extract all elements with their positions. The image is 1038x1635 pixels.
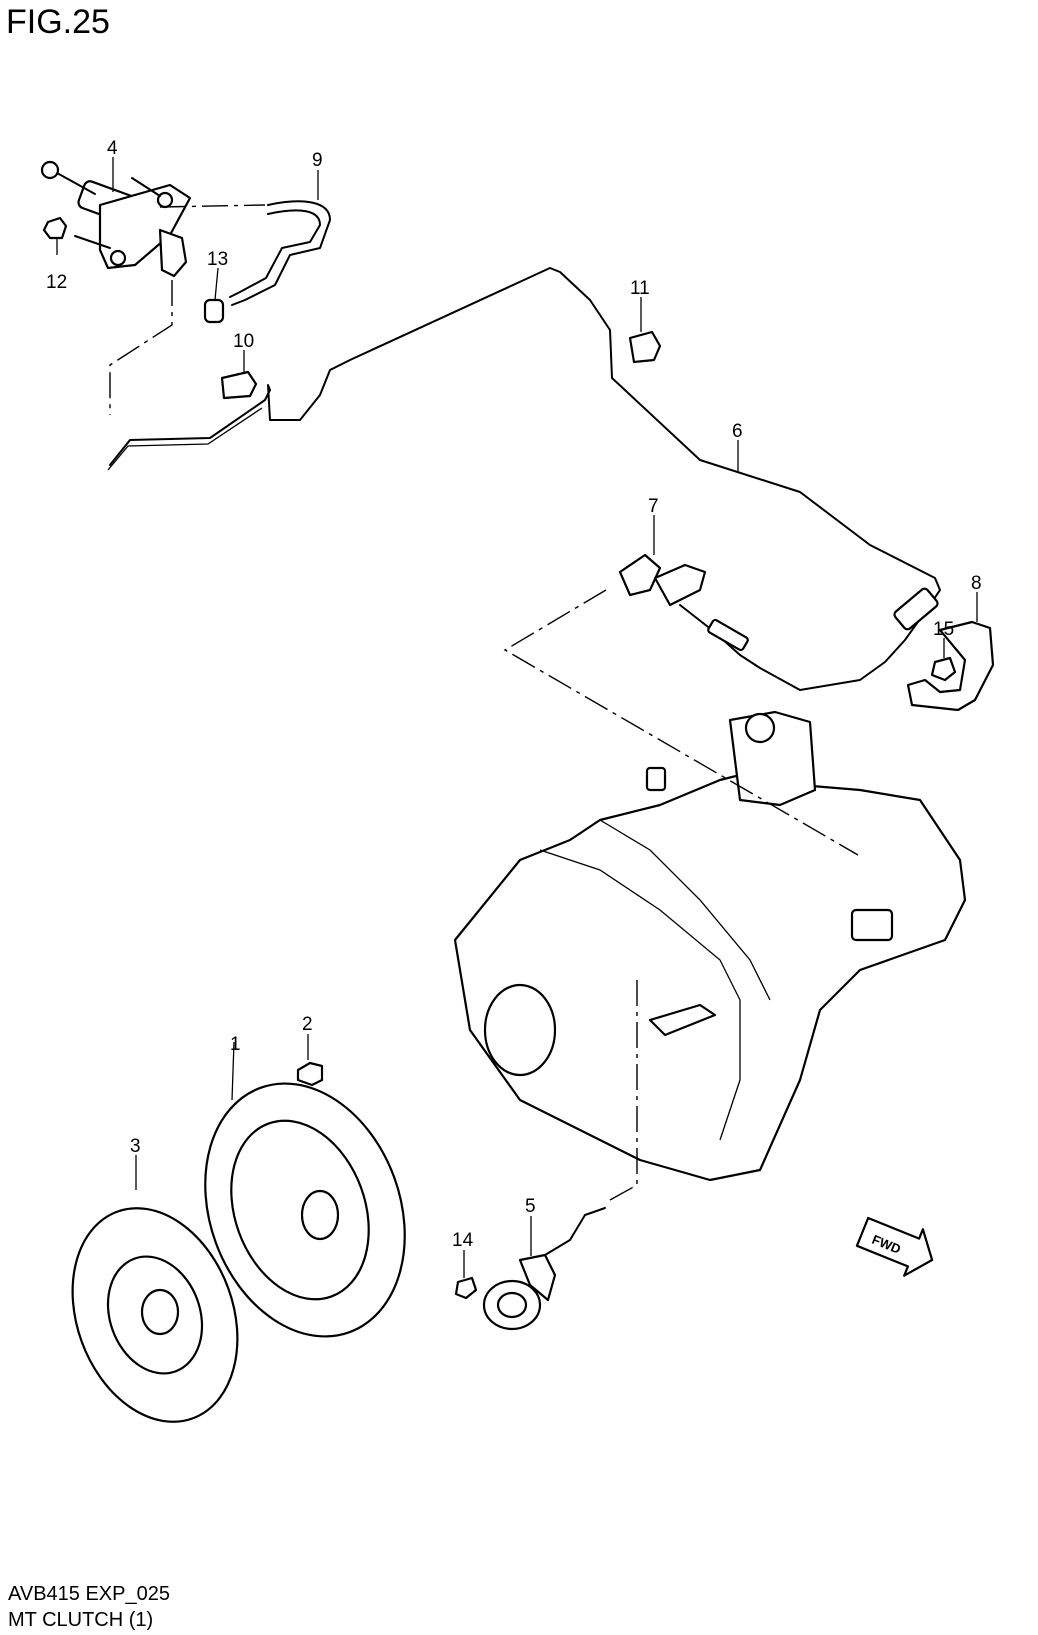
- callout-15: 15: [933, 619, 954, 640]
- clutch-hose[interactable]: [618, 553, 939, 691]
- callout-numbers: 1 2 3 4 5 6 7 8 9 10 11 12 13 14 15: [46, 138, 982, 1251]
- bolt[interactable]: [930, 656, 957, 682]
- clutch-master-cylinder[interactable]: [40, 160, 192, 278]
- callout-7: 7: [648, 496, 659, 517]
- callout-2: 2: [302, 1014, 313, 1035]
- callout-9: 9: [312, 150, 323, 171]
- callout-4: 4: [107, 138, 118, 159]
- callout-14: 14: [452, 1230, 474, 1251]
- callout-6: 6: [732, 421, 743, 442]
- callout-13: 13: [207, 249, 228, 270]
- leader-lines: [56, 157, 978, 1278]
- reservoir-hose[interactable]: [229, 200, 331, 306]
- nut[interactable]: [42, 216, 68, 240]
- callout-3: 3: [130, 1136, 141, 1157]
- hose-bracket[interactable]: [906, 620, 995, 712]
- callout-11: 11: [630, 278, 650, 299]
- callout-5: 5: [525, 1196, 536, 1217]
- clutch-pipe[interactable]: [107, 267, 941, 606]
- assembly-lines: [109, 204, 859, 1201]
- release-bearing[interactable]: [482, 1207, 606, 1331]
- pipe-clamp[interactable]: [220, 370, 258, 400]
- bolt[interactable]: [296, 1061, 324, 1087]
- callout-10: 10: [233, 331, 254, 352]
- figure-name: MT CLUTCH (1): [8, 1609, 154, 1631]
- clutch-disc[interactable]: [44, 1185, 266, 1445]
- figure-code: AVB415 EXP_025: [8, 1583, 170, 1605]
- transmission-case: [453, 710, 967, 1182]
- pipe-clamp[interactable]: [628, 330, 662, 364]
- fwd-arrow: FWD: [855, 1216, 934, 1277]
- callout-12: 12: [46, 272, 67, 293]
- bolt[interactable]: [454, 1276, 478, 1300]
- figure-title: FIG.25: [6, 3, 110, 41]
- hose-clamp[interactable]: [203, 298, 225, 324]
- callout-8: 8: [971, 573, 982, 594]
- callout-1: 1: [230, 1034, 241, 1055]
- clutch-cover[interactable]: [171, 1055, 438, 1364]
